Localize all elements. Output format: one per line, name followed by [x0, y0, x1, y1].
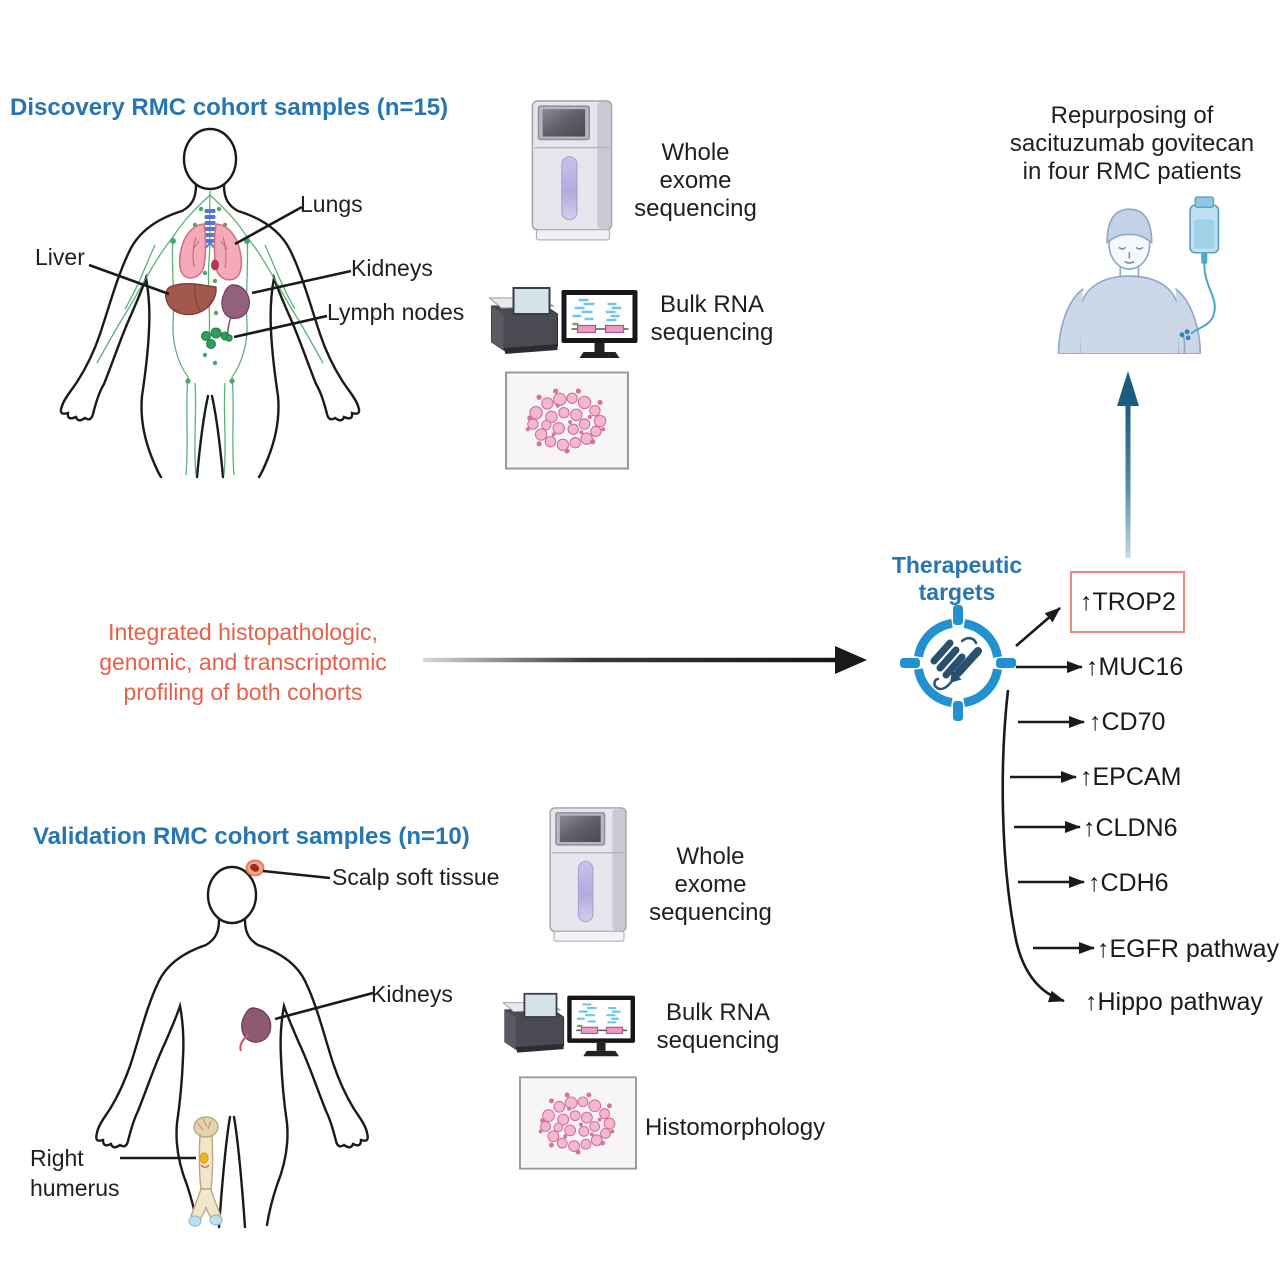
treatment-arrow — [1117, 371, 1139, 558]
arrow-trop2 — [1015, 607, 1061, 647]
body-outline — [95, 865, 369, 1229]
rna-sequencer-icon — [501, 992, 637, 1058]
label-histomorphology: Histomorphology — [645, 1114, 826, 1141]
body-diagram-discovery — [59, 127, 361, 479]
therapeutic-targets-label: Therapeutic targets — [891, 552, 1023, 605]
kidney-icon — [221, 284, 250, 340]
target-cldn6: ↑CLDN6 — [1083, 814, 1178, 842]
arrow-hippo-curve — [1001, 689, 1065, 1003]
trop2-highlight-box: ↑TROP2 — [1070, 571, 1185, 633]
target-hippo: ↑Hippo pathway — [1085, 988, 1263, 1016]
lymph-nodes-icon — [201, 327, 233, 349]
wes-sequencer-icon — [528, 99, 620, 246]
histology-image-validation — [519, 1076, 637, 1170]
humerus-bone-icon — [188, 1116, 223, 1227]
target-trop2: ↑TROP2 — [1080, 587, 1176, 616]
label-rna-discovery: Bulk RNA sequencing — [650, 291, 774, 346]
label-scalp: Scalp soft tissue — [332, 864, 500, 890]
rna-sequencer-icon — [486, 286, 641, 360]
iv-bag-icon — [1179, 196, 1220, 341]
protein-icon — [930, 636, 982, 691]
patient-infusion-icon — [1057, 196, 1220, 354]
target-cd70: ↑CD70 — [1089, 708, 1166, 736]
label-rna-validation: Bulk RNA sequencing — [656, 999, 780, 1054]
leader-lines-discovery — [88, 205, 352, 339]
label-wes-validation: Whole exome sequencing — [649, 843, 772, 926]
validation-title: Validation RMC cohort samples (n=10) — [33, 823, 470, 850]
body-diagram-validation — [95, 859, 374, 1229]
discovery-title: Discovery RMC cohort samples (n=15) — [10, 94, 449, 121]
wes-sequencer-icon — [546, 806, 634, 947]
kidney-icon — [239, 1007, 272, 1052]
target-muc16: ↑MUC16 — [1086, 653, 1184, 681]
liver-icon — [164, 283, 217, 316]
label-wes-discovery: Whole exome sequencing — [634, 139, 757, 222]
leader-lines-validation — [120, 869, 374, 1160]
target-egfr: ↑EGFR pathway — [1097, 935, 1280, 963]
label-liver: Liver — [35, 244, 85, 270]
outcome-title: Repurposing of sacituzumab govitecan in … — [1009, 102, 1255, 185]
label-kidneys-discovery: Kidneys — [351, 255, 433, 281]
label-kidneys-validation: Kidneys — [371, 981, 453, 1007]
body-outline — [59, 127, 361, 479]
target-list-arrows — [1001, 607, 1095, 1003]
label-lungs: Lungs — [300, 191, 363, 217]
integration-text: Integrated histopathologic, genomic, and… — [99, 619, 387, 705]
scalp-lesion-icon — [245, 859, 265, 877]
histology-image-discovery — [505, 371, 629, 470]
target-crosshair-icon — [900, 605, 1016, 721]
lungs-icon — [178, 223, 243, 281]
integration-arrow — [423, 646, 867, 674]
label-humerus: Right humerus — [30, 1145, 120, 1201]
target-cdh6: ↑CDH6 — [1088, 869, 1169, 897]
label-lymph-nodes: Lymph nodes — [327, 299, 465, 325]
target-epcam: ↑EPCAM — [1080, 763, 1182, 791]
